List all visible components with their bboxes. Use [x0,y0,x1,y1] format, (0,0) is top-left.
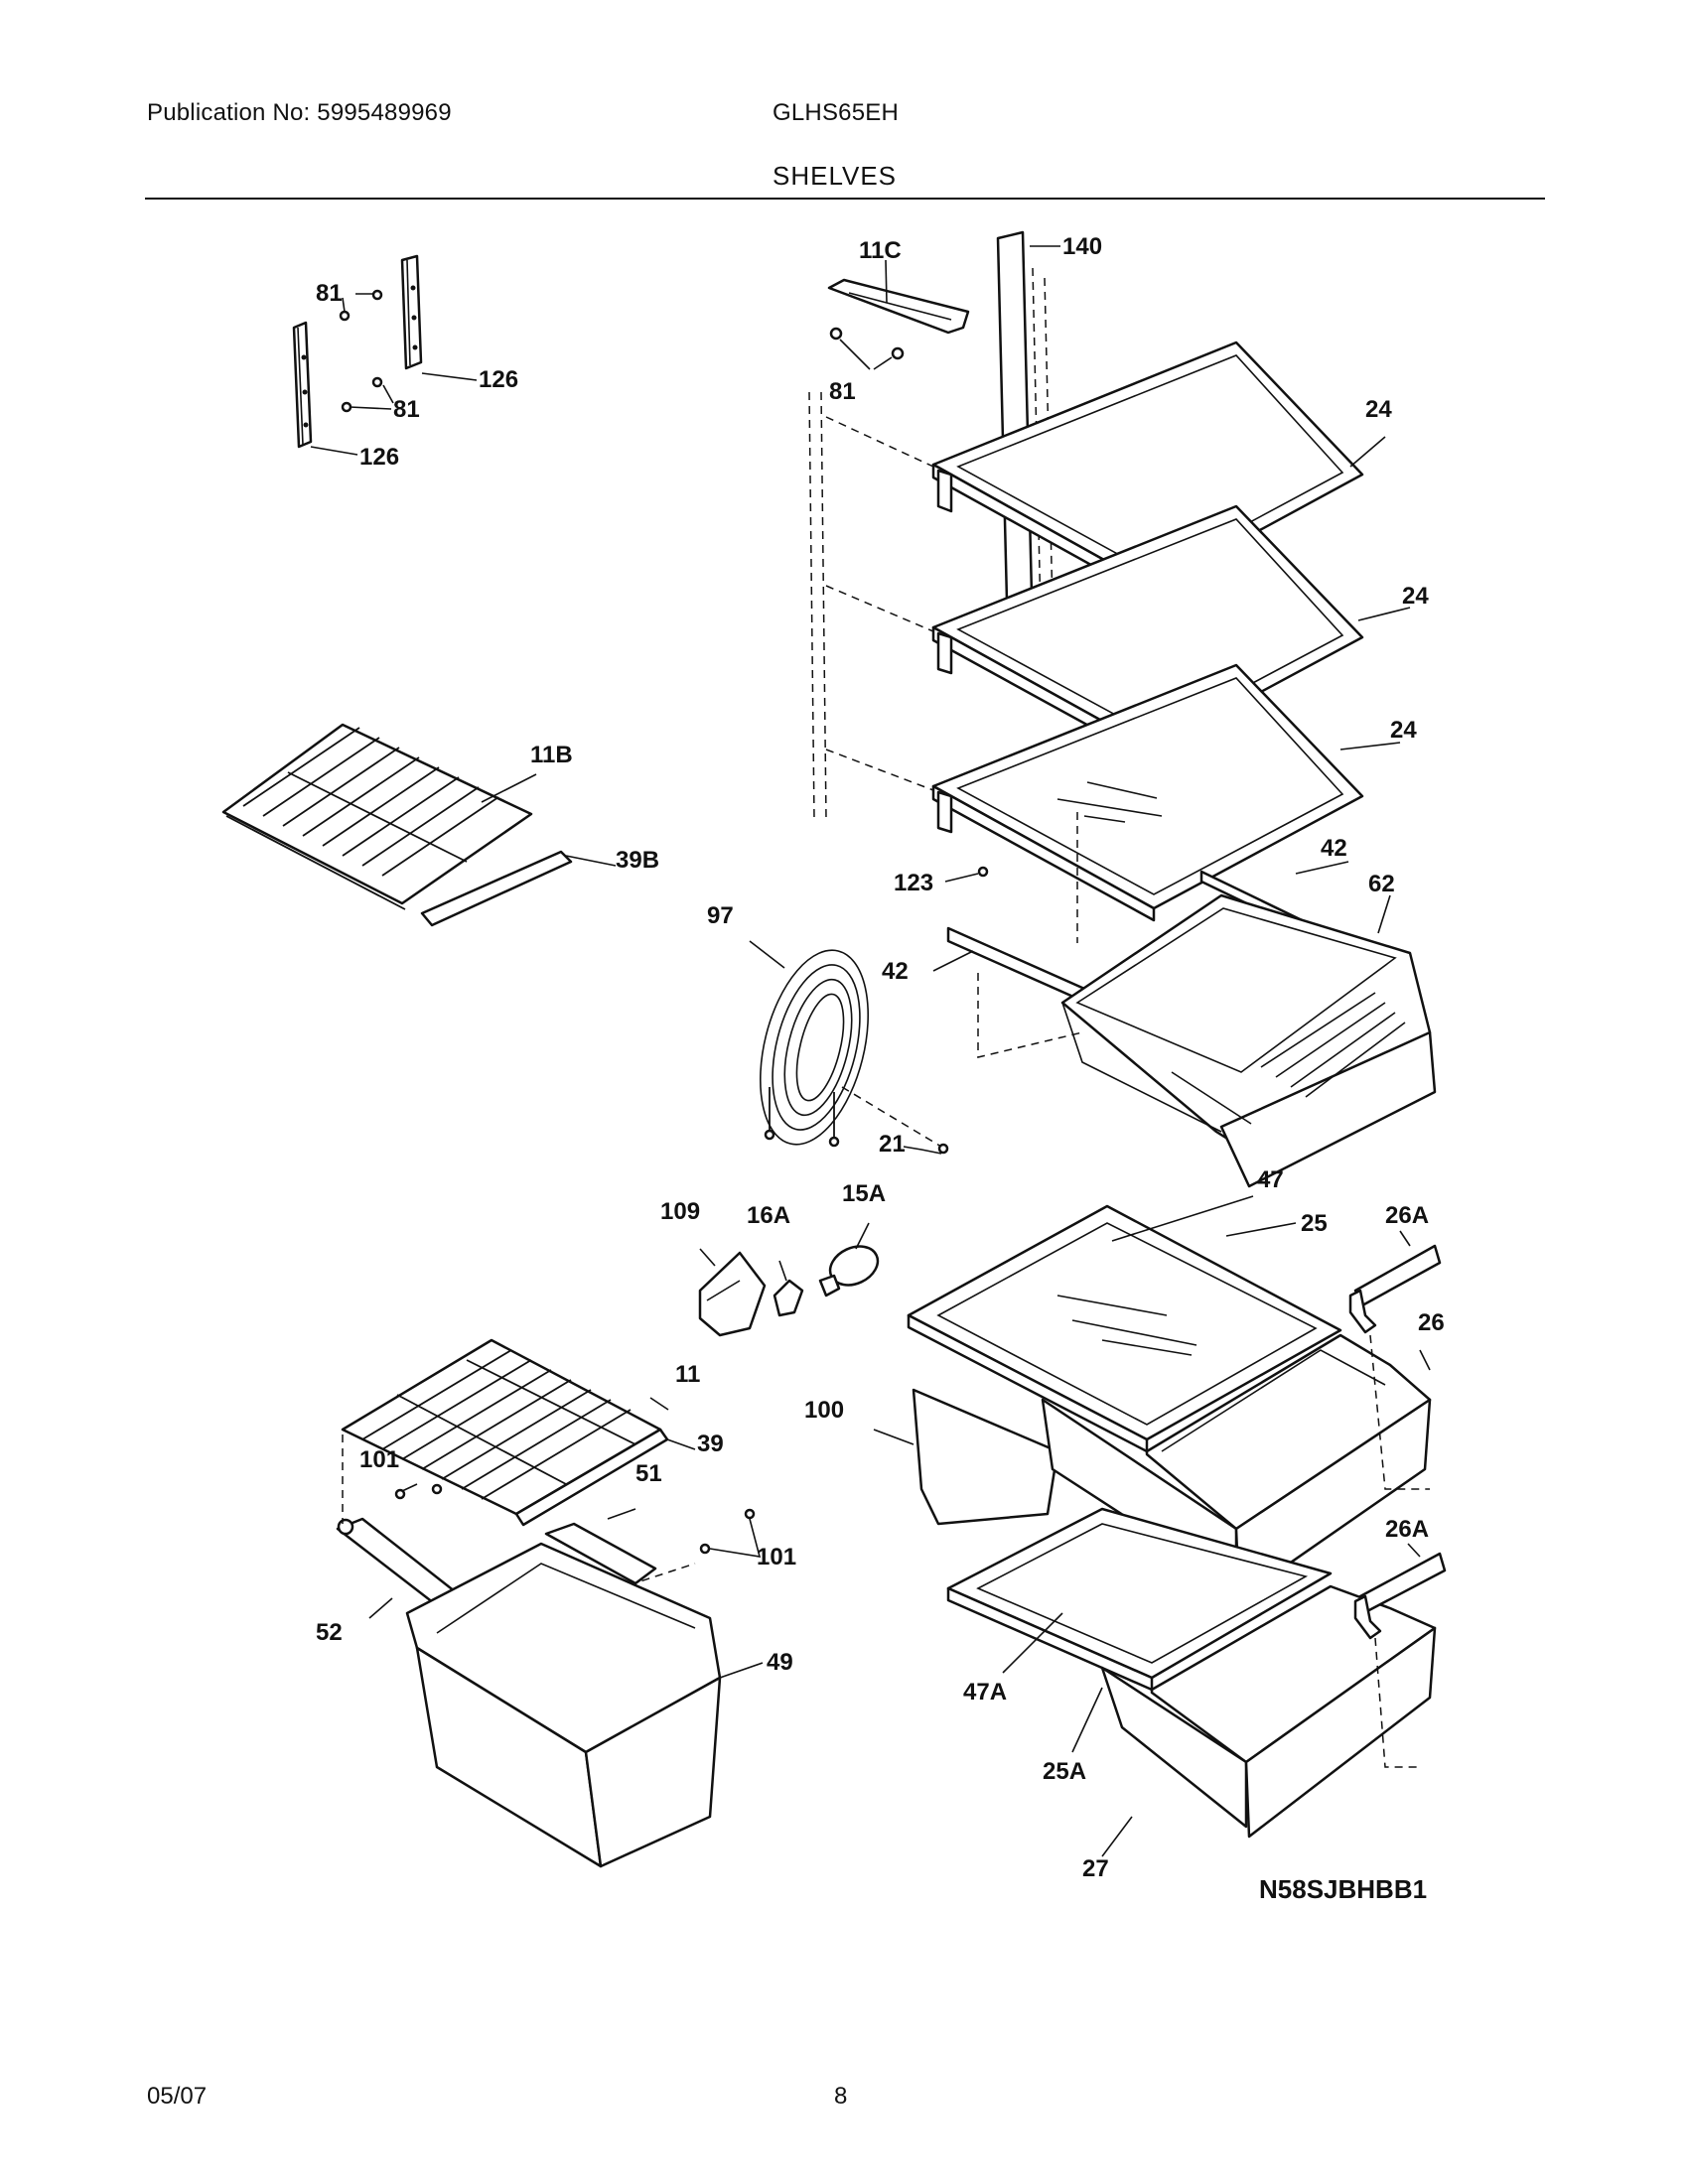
callout-81b: 81 [393,396,420,423]
callout-140: 140 [1062,233,1102,260]
callout-26: 26 [1418,1309,1445,1336]
shelf-trim-39B [420,850,573,927]
callout-97: 97 [707,902,734,929]
crisper-drawer-62 [1060,893,1437,1188]
callout-27: 27 [1082,1855,1109,1882]
callout-15A: 15A [842,1180,886,1207]
callout-47: 47 [1257,1166,1284,1193]
callout-24a: 24 [1365,396,1392,423]
callout-24b: 24 [1402,583,1429,610]
callout-11C: 11C [859,237,902,264]
callout-123: 123 [894,870,933,896]
section-title: SHELVES [773,161,898,191]
callout-24c: 24 [1390,717,1417,744]
divider-100 [912,1388,1059,1526]
callout-21: 21 [879,1131,906,1158]
callout-39: 39 [697,1431,724,1457]
callout-101a: 101 [359,1446,399,1473]
shelf-rail-51 [544,1522,657,1585]
callout-62: 62 [1368,871,1395,897]
pan-hinge-26A-lower [1353,1552,1447,1640]
light-socket-16A [773,1279,804,1317]
callout-42a: 42 [1321,835,1347,862]
bracket-11C [827,278,970,335]
callout-11B: 11B [530,742,573,768]
model-number: GLHS65EH [773,99,899,126]
wire-shelf-11B [221,723,533,910]
glass-shelf-24-bottom [931,663,1364,922]
shelf-ladder-left [808,391,827,820]
callout-11: 11 [675,1361,700,1388]
pan-cover-25A [946,1507,1333,1692]
callout-52: 52 [316,1619,343,1646]
bracket-126-upper [400,254,423,370]
diagram-code: N58SJBHBB1 [1259,1874,1427,1904]
callout-25A: 25A [1043,1758,1086,1785]
heater-coil-97 [759,949,870,1148]
bracket-126-lower [292,321,313,449]
callout-25: 25 [1301,1210,1328,1237]
callout-126a: 126 [479,366,518,393]
wire-shelf-11 [341,1338,662,1516]
screw-81-group [339,289,383,413]
callout-39B: 39B [616,847,659,874]
light-bulb-15A [818,1245,880,1297]
callout-49: 49 [767,1649,793,1676]
callout-100: 100 [804,1397,844,1424]
callout-81c: 81 [829,378,856,405]
storage-bin-49 [405,1542,722,1868]
light-shield-109 [698,1251,767,1337]
publication-number: Publication No: 5995489969 [147,99,452,126]
callout-51: 51 [635,1460,662,1487]
callout-109: 109 [660,1198,700,1225]
pan-hinge-26A-upper [1348,1244,1442,1334]
callout-126b: 126 [359,444,399,471]
callout-26Ab: 26A [1385,1516,1429,1543]
callout-42b: 42 [882,958,909,985]
page-number: 8 [834,2083,848,2110]
callout-47A: 47A [963,1679,1007,1706]
header-divider [145,198,1545,200]
footer-date: 05/07 [147,2083,208,2110]
callout-16A: 16A [747,1202,790,1229]
callout-26Aa: 26A [1385,1202,1429,1229]
callout-101b: 101 [757,1544,796,1570]
callout-81a: 81 [316,280,343,307]
